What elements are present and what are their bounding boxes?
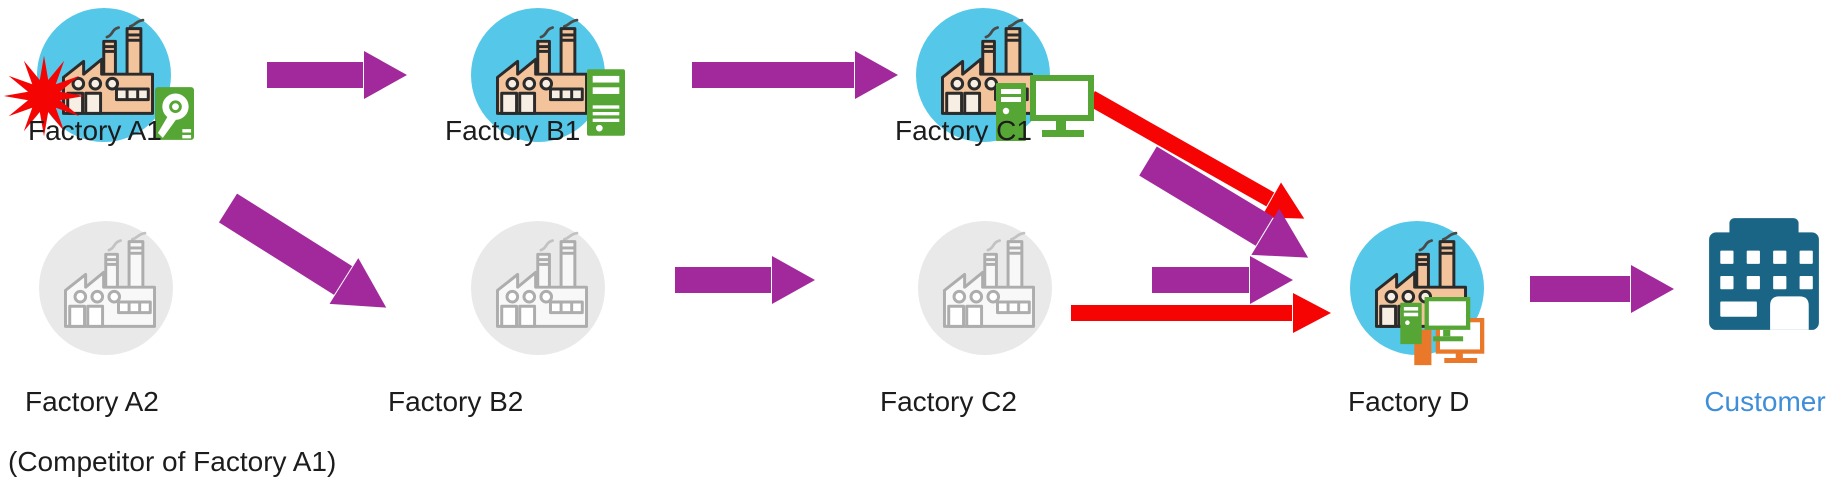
- factory-d-label: Factory D: [1348, 386, 1470, 417]
- customer-label: Customer: [1704, 386, 1826, 417]
- arrow-head: [855, 51, 898, 99]
- arrow-shaft: [1530, 276, 1630, 302]
- desktop-computer-green-icon: [1400, 297, 1472, 347]
- factory-a1-label: Factory A1: [28, 115, 162, 146]
- factory-icon: [57, 231, 163, 337]
- server-icon: [587, 68, 625, 137]
- arrow-head: [1250, 256, 1293, 304]
- factory-a2-label: Factory A2: [25, 386, 159, 417]
- arrow-head: [1293, 293, 1331, 333]
- office-building-icon: [1703, 218, 1825, 330]
- factory-a2-sublabel: (Competitor of Factory A1): [8, 446, 337, 477]
- factory-icon: [489, 231, 595, 337]
- arrow-shaft: [692, 62, 854, 88]
- arrow-shaft: [1071, 305, 1292, 321]
- factory-b2-label: Factory B2: [388, 386, 524, 417]
- factory-icon: [936, 231, 1042, 337]
- factory-icon: [489, 18, 595, 124]
- arrow-a2-to-b2: [218, 193, 401, 331]
- arrow-shaft: [675, 267, 771, 293]
- arrow-shaft: [267, 62, 363, 88]
- arrow-head: [364, 51, 407, 99]
- factory-c2-label: Factory C2: [880, 386, 1017, 417]
- arrow-shaft: [1152, 267, 1249, 293]
- arrow-head: [1631, 265, 1674, 313]
- arrow-shaft: [218, 193, 353, 295]
- factory-c1-label: Factory C1: [895, 115, 1032, 146]
- factory-b1-label: Factory B1: [445, 115, 581, 146]
- arrow-head: [772, 256, 815, 304]
